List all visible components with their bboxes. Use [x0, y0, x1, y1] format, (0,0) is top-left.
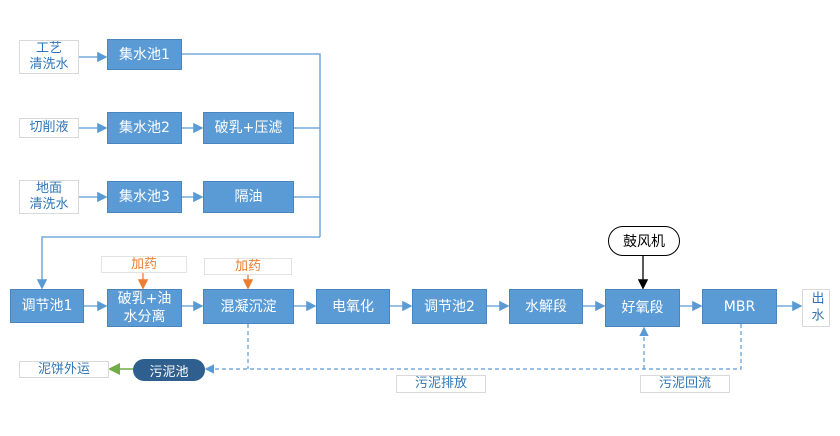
collection-tank-3: 集水池3: [107, 181, 182, 213]
line-collector-to-eq1: [36, 236, 320, 290]
equalization-tank-1: 调节池1: [10, 289, 84, 323]
dosing-label-2: 加药: [204, 258, 292, 275]
coagulation-settling: 混凝沉淀: [203, 289, 294, 324]
sludge-cake-out: 泥饼外运: [19, 361, 109, 378]
equalization-tank-2: 调节池2: [412, 289, 487, 324]
aerobic-stage: 好氧段: [605, 289, 680, 327]
mbr: MBR: [702, 289, 777, 324]
sludge-return-label: 污泥回流: [640, 375, 730, 393]
demulsify-oil-water-separation: 破乳+油 水分离: [107, 289, 182, 327]
demulsify-press-filter: 破乳+压滤: [203, 112, 294, 144]
dosing-label-1: 加药: [101, 256, 187, 273]
sludge-discharge-label: 污泥排放: [396, 375, 486, 393]
source-process-wash: 工艺 清洗水: [19, 40, 79, 74]
hydrolysis-stage: 水解段: [509, 289, 583, 324]
blower: 鼓风机: [608, 226, 680, 256]
sludge-tank: 污泥池: [133, 359, 205, 381]
collection-tank-1: 集水池1: [107, 39, 182, 70]
outlet: 出水: [802, 289, 830, 327]
line-sludge-mbr: [204, 324, 742, 374]
source-floor-wash: 地面 清洗水: [19, 180, 79, 214]
collection-tank-2: 集水池2: [107, 112, 182, 144]
source-cutting-fluid: 切削液: [19, 118, 79, 138]
electro-oxidation: 电氧化: [316, 289, 390, 324]
line-c1-collector: [182, 53, 321, 237]
oil-separation: 隔油: [203, 181, 294, 213]
